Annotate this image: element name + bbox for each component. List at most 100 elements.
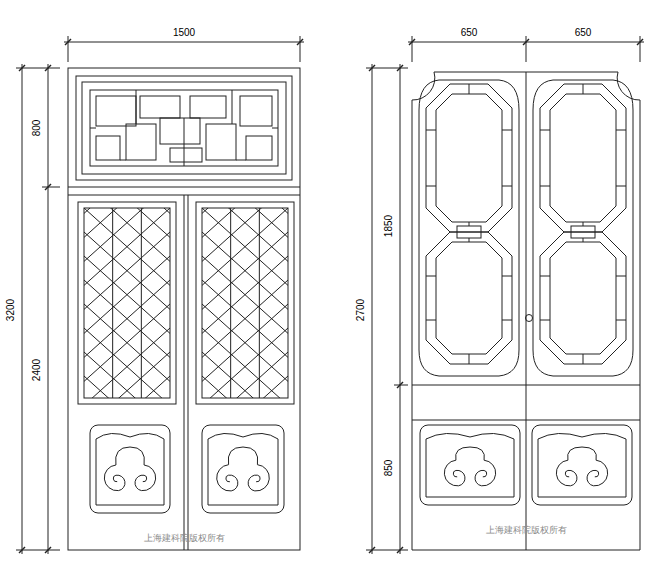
lattice-bar xyxy=(202,208,288,261)
carving-scroll xyxy=(568,447,582,460)
lattice-bar xyxy=(84,208,170,261)
octagon-frame xyxy=(540,232,626,364)
glazing-bar xyxy=(616,320,626,321)
fret-bar xyxy=(236,160,246,161)
dimension-tick xyxy=(637,39,643,45)
panel-frame xyxy=(196,202,294,404)
dimension-text: 1850 xyxy=(384,214,394,238)
octagon-glass xyxy=(550,242,616,354)
glazing-bar xyxy=(616,130,626,131)
lattice-bar xyxy=(84,208,170,213)
dimension-tick xyxy=(369,547,375,553)
dimension-lines xyxy=(16,36,644,554)
transom-frame xyxy=(76,76,292,180)
carving-spiral xyxy=(556,460,577,486)
lattice-bar xyxy=(84,376,170,398)
fret-bar xyxy=(170,148,202,162)
lattice-bar xyxy=(202,208,288,285)
dimension-tick xyxy=(45,547,51,553)
panel-frame xyxy=(78,202,176,404)
panel-outline xyxy=(533,80,633,376)
fret-bar xyxy=(160,118,200,144)
octagon-glass xyxy=(436,94,502,222)
dimension-tick xyxy=(397,382,403,388)
carving-scroll xyxy=(243,447,258,465)
carving-outline xyxy=(426,433,514,497)
cloud-carving xyxy=(90,425,170,513)
leaf-joint xyxy=(184,195,185,550)
watermark: 上海建科院版权所有 xyxy=(143,534,226,543)
dimension-tick xyxy=(297,39,303,45)
lattice-bar xyxy=(84,208,170,285)
dimension-line xyxy=(64,42,304,43)
lattice-bar xyxy=(202,352,288,398)
glazing-bar xyxy=(540,276,550,277)
fret-bar xyxy=(120,160,126,161)
glazing-bar xyxy=(616,186,626,187)
lattice-bar xyxy=(84,280,170,357)
lattice-bar xyxy=(84,280,170,357)
glazing-bar xyxy=(583,84,584,94)
cloud-carving xyxy=(202,425,284,513)
glazing-bar xyxy=(469,238,470,242)
fret-bar xyxy=(272,128,278,129)
lattice-bar xyxy=(202,232,288,309)
lattice-bar xyxy=(202,304,288,381)
glazing-bar xyxy=(469,84,470,94)
fret-bar xyxy=(96,136,120,160)
extension-line xyxy=(68,36,69,62)
carving-spiral xyxy=(444,460,465,486)
carving-scroll xyxy=(582,447,596,460)
lattice-bar xyxy=(84,352,170,398)
door-frame xyxy=(412,72,640,550)
glazing-bar xyxy=(502,130,512,131)
mid-rail xyxy=(412,420,640,421)
fret-bar xyxy=(246,136,272,160)
glazing-bar xyxy=(583,238,584,242)
extension-line xyxy=(640,36,641,62)
extension-line xyxy=(42,187,60,188)
fret-bar xyxy=(240,96,272,126)
fret-bar xyxy=(190,96,226,118)
lattice-bar xyxy=(202,208,288,285)
fret-bar xyxy=(206,124,236,160)
lattice-bar xyxy=(202,376,288,398)
lattice-bar xyxy=(202,208,288,213)
glazing-bar xyxy=(426,276,436,277)
carving-scroll xyxy=(116,447,130,465)
watermark: 上海建科院版权所有 xyxy=(485,526,568,535)
dimension-tick xyxy=(397,65,403,71)
extension-line xyxy=(300,36,301,62)
panel-frame xyxy=(202,208,288,398)
dimension-tick xyxy=(65,39,71,45)
dimension-text: 2400 xyxy=(32,358,42,382)
left-door xyxy=(68,0,300,563)
door-knob xyxy=(526,315,533,322)
lattice-bar xyxy=(202,280,288,357)
extension-line xyxy=(526,36,527,62)
glazed-panel xyxy=(419,80,519,376)
diamond-lattice xyxy=(84,208,170,398)
lattice-bar xyxy=(202,208,288,261)
fret-bar xyxy=(184,118,185,166)
lattice-bar xyxy=(202,352,288,398)
lattice-bar xyxy=(84,208,170,261)
lattice-bar xyxy=(202,208,288,213)
dimension-line xyxy=(22,64,23,554)
dimension-tick xyxy=(19,65,25,71)
fretwork-lattice xyxy=(82,82,286,174)
lattice-bar xyxy=(84,232,170,309)
carving-panel xyxy=(532,425,632,505)
octagon-frame xyxy=(540,84,626,232)
dimension-text: 3200 xyxy=(6,298,16,322)
octagon-frame xyxy=(426,232,512,364)
glazing-bar xyxy=(540,130,550,131)
lattice-bar xyxy=(202,232,288,309)
lattice-bar xyxy=(84,352,170,398)
right-door xyxy=(412,72,640,550)
dimension-line xyxy=(400,64,401,554)
carving-panel xyxy=(90,425,170,513)
carving-outline xyxy=(96,433,164,505)
dimension-text: 800 xyxy=(32,119,42,138)
